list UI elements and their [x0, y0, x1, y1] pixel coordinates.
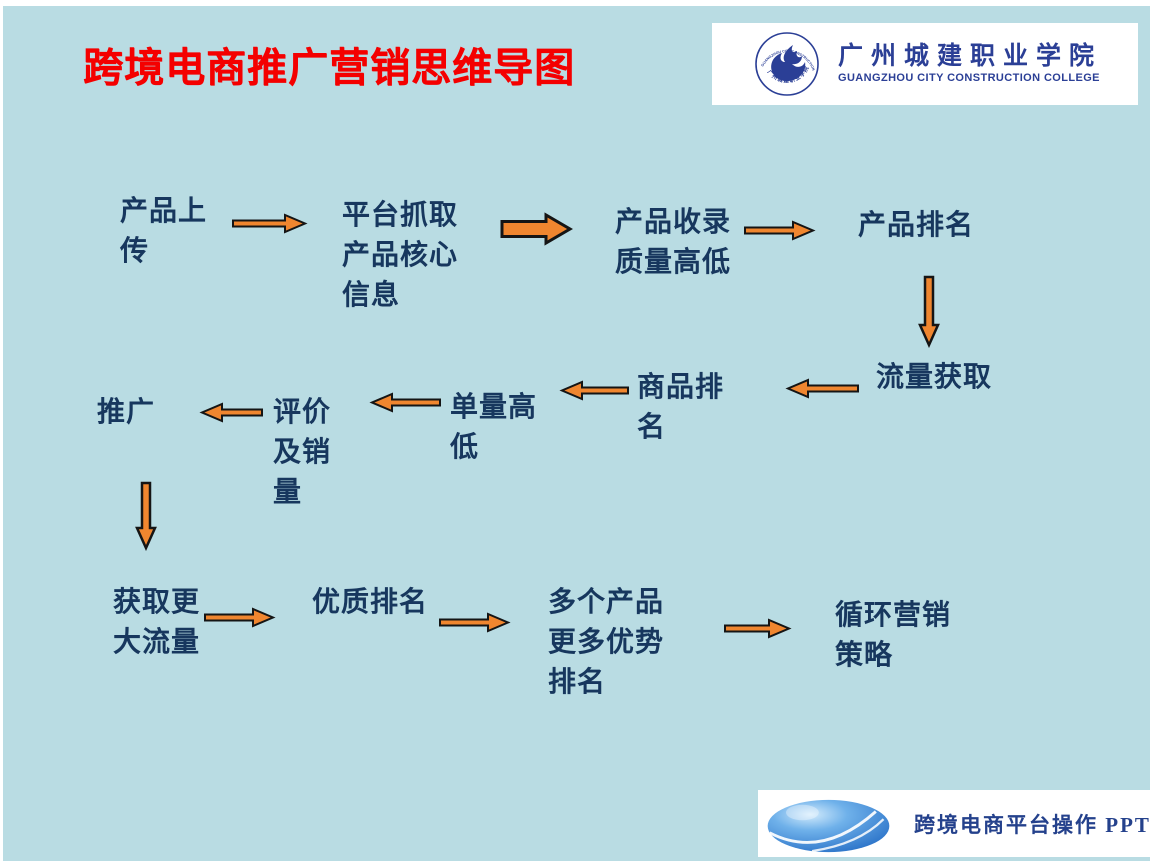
node-more-traffic: 获取更大流量	[113, 587, 201, 658]
node-product-upload: 产品上传	[120, 196, 208, 267]
arrow-multi-product-to-strategy	[724, 618, 792, 639]
arrow-promotion-to-more-traffic	[135, 481, 157, 551]
globe-ellipse-icon	[765, 798, 892, 854]
college-logo-box: GUANGZHOU CITY CONSTRUCTION COLLEGE 广州城建…	[712, 23, 1138, 105]
node-item-ranking: 商品排名	[637, 372, 725, 443]
arrow-reviews-to-promotion	[199, 402, 263, 423]
node-promotion: 推广	[97, 397, 156, 428]
node-platform-capture-info: 平台抓取产品核心信息	[342, 200, 459, 311]
arrow-volume-to-reviews	[369, 392, 441, 413]
arrow-capture-to-quality	[500, 212, 573, 246]
page-title: 跨境电商推广营销思维导图	[83, 45, 575, 90]
college-emblem-icon: GUANGZHOU CITY CONSTRUCTION COLLEGE 广州城建…	[753, 28, 820, 97]
node-reviews-and-sales: 评价及销量	[273, 397, 332, 508]
node-listing-quality: 产品收录质量高低	[615, 207, 732, 278]
arrow-more-traffic-to-quality	[204, 607, 276, 628]
college-name-en: GUANGZHOU CITY CONSTRUCTION COLLEGE	[838, 71, 1100, 84]
slide-background	[3, 6, 1150, 861]
arrow-quality-to-multi-product	[439, 612, 511, 633]
arrow-item-ranking-to-volume	[559, 380, 629, 401]
arrow-quality-to-ranking	[744, 220, 816, 241]
ppt-logo-box: 跨境电商平台操作 PPT	[758, 790, 1152, 857]
node-cycle-marketing-strategy: 循环营销策略	[835, 600, 952, 671]
ppt-logo-text: 跨境电商平台操作 PPT	[914, 812, 1151, 837]
node-quality-ranking: 优质排名	[312, 587, 429, 618]
flame-glyph	[771, 45, 806, 82]
node-product-ranking: 产品排名	[858, 210, 975, 241]
college-name-cn: 广州城建职业学院	[838, 42, 1103, 70]
node-multi-product-advantage: 多个产品更多优势排名	[548, 587, 665, 698]
arrow-ranking-to-traffic	[918, 275, 940, 348]
node-traffic-acquisition: 流量获取	[876, 362, 993, 393]
arrow-upload-to-capture	[232, 213, 308, 234]
arrow-traffic-to-item-ranking	[785, 378, 859, 399]
node-order-volume: 单量高低	[450, 392, 538, 463]
